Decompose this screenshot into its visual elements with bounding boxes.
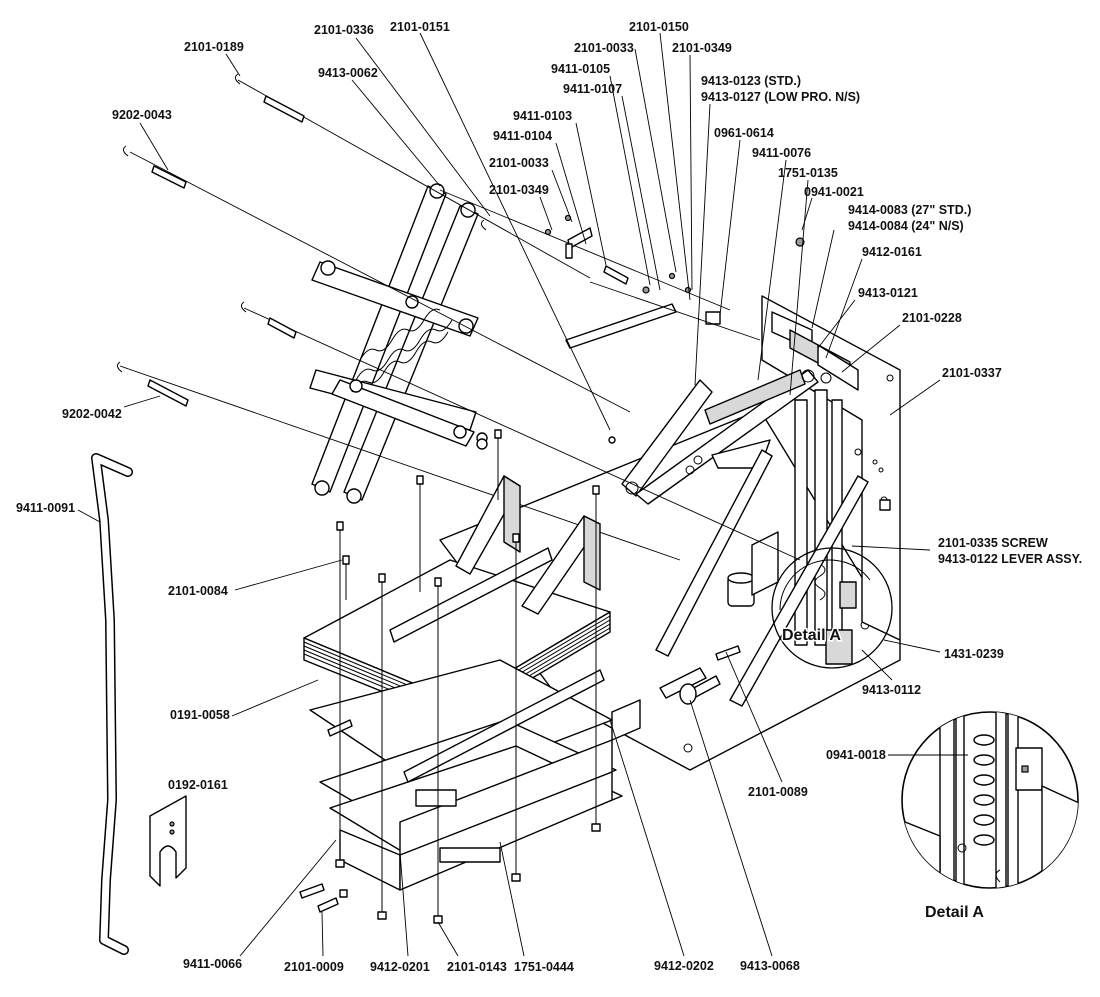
label-1751-0444: 1751-0444 (514, 960, 574, 974)
label-0191-0058: 0191-0058 (170, 708, 230, 722)
shelf-stack (303, 475, 611, 723)
label-9202-0043: 9202-0043 (112, 108, 172, 122)
label-9413-0127: 9413-0127 (LOW PRO. N/S) (701, 90, 860, 104)
label-2101-0150: 2101-0150 (629, 20, 689, 34)
label-0192-0161: 0192-0161 (168, 778, 228, 792)
detail-a-callout-circle (771, 547, 893, 669)
top-bracket (771, 237, 859, 391)
right-link-arm (621, 369, 819, 505)
label-1751-0135: 1751-0135 (778, 166, 838, 180)
label-9411-0076: 9411-0076 (752, 146, 811, 160)
detail-a-caption: Detail A (925, 904, 984, 921)
label-2101-0228: 2101-0228 (902, 311, 962, 325)
label-2101-0337: 2101-0337 (942, 366, 1002, 380)
label-9413-0122: 9413-0122 LEVER ASSY. (938, 552, 1082, 566)
label-9411-0107: 9411-0107 (563, 82, 622, 96)
lower-diagonal-arms (655, 449, 871, 707)
label-0941-0021: 0941-0021 (804, 185, 864, 199)
label-9411-0066: 9411-0066 (183, 957, 242, 971)
label-9414-0084: 9414-0084 (24" N/S) (848, 219, 964, 233)
label-9413-0112: 9413-0112 (862, 683, 921, 697)
label-9413-0123: 9413-0123 (STD.) (701, 74, 801, 88)
base-roller (611, 667, 721, 741)
label-2101-0009: 2101-0009 (284, 960, 344, 974)
detail-a-callout: Detail A (782, 627, 841, 644)
label-2101-0349-mid: 2101-0349 (489, 183, 549, 197)
label-9413-0121: 9413-0121 (858, 286, 918, 300)
label-9411-0105: 9411-0105 (551, 62, 610, 76)
pins (116, 73, 488, 450)
label-9412-0202: 9412-0202 (654, 959, 714, 973)
chassis-pan (309, 659, 623, 891)
label-9413-0062: 9413-0062 (318, 66, 378, 80)
label-2101-0033-mid: 2101-0033 (489, 156, 549, 170)
fork-bracket (149, 795, 187, 887)
detail-a-inset (901, 711, 1079, 889)
label-9411-0091: 9411-0091 (16, 501, 75, 515)
label-9412-0161: 9412-0161 (862, 245, 922, 259)
label-2101-0089: 2101-0089 (748, 785, 808, 799)
label-1431-0239: 1431-0239 (944, 647, 1004, 661)
label-2101-0084: 2101-0084 (168, 584, 228, 598)
label-2101-0349-top: 2101-0349 (672, 41, 732, 55)
label-2101-0335: 2101-0335 SCREW (938, 536, 1048, 550)
label-9411-0103: 9411-0103 (513, 109, 572, 123)
label-9414-0083: 9414-0083 (27" STD.) (848, 203, 971, 217)
label-9411-0104: 9411-0104 (493, 129, 552, 143)
label-0941-0018: 0941-0018 (826, 748, 886, 762)
label-9202-0042: 9202-0042 (62, 407, 122, 421)
label-9413-0068: 9413-0068 (740, 959, 800, 973)
back-frame (761, 295, 901, 641)
label-2101-0151: 2101-0151 (390, 20, 450, 34)
label-2101-0143: 2101-0143 (447, 960, 507, 974)
label-0961-0614: 0961-0614 (714, 126, 774, 140)
part-labels: 2101-0189 2101-0336 2101-0151 2101-0150 … (16, 20, 1082, 974)
fasteners (299, 429, 741, 924)
label-9412-0201: 9412-0201 (370, 960, 430, 974)
label-2101-0189: 2101-0189 (184, 40, 244, 54)
scissor-linkage (309, 183, 488, 504)
label-2101-0336: 2101-0336 (314, 23, 374, 37)
leader-lines (77, 32, 968, 957)
long-rod (91, 453, 133, 955)
label-2101-0033-top: 2101-0033 (574, 41, 634, 55)
